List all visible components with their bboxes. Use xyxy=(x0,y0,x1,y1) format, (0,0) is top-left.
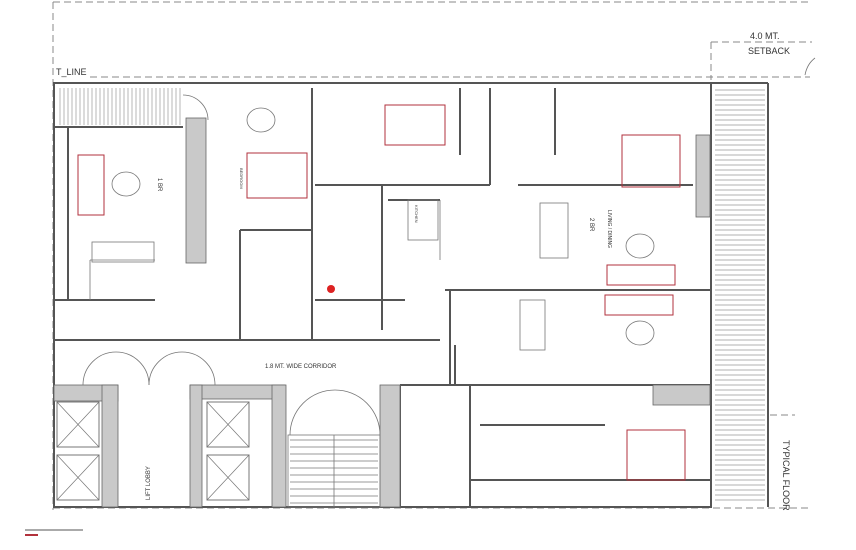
lift-core xyxy=(53,117,711,508)
staircase xyxy=(287,389,381,508)
unit-2br-label: 2 BR xyxy=(588,218,594,232)
scale-bar xyxy=(25,529,83,536)
setback-label-2: SETBACK xyxy=(748,46,790,56)
unit-1br-label: 1 BR xyxy=(156,178,162,192)
bedroom-label: BEDROOM xyxy=(239,168,244,189)
setback-label-1: 4.0 MT. xyxy=(750,31,780,41)
living-dining-label: LIVING / DINING xyxy=(606,210,612,248)
furniture xyxy=(77,104,686,481)
site-boundary xyxy=(52,1,816,510)
corridor-label: 1.8 MT. WIDE CORRIDOR xyxy=(265,364,337,370)
balcony-left xyxy=(59,88,181,125)
lift-lobby-label: LIFT LOBBY xyxy=(146,466,152,500)
balcony-right xyxy=(715,89,765,501)
typical-floor-label: TYPICAL FLOOR xyxy=(781,440,791,511)
t-line-label: T_LINE xyxy=(56,67,87,77)
kitchen-label: KITCHEN xyxy=(414,205,419,223)
corridor-doors xyxy=(82,94,216,386)
